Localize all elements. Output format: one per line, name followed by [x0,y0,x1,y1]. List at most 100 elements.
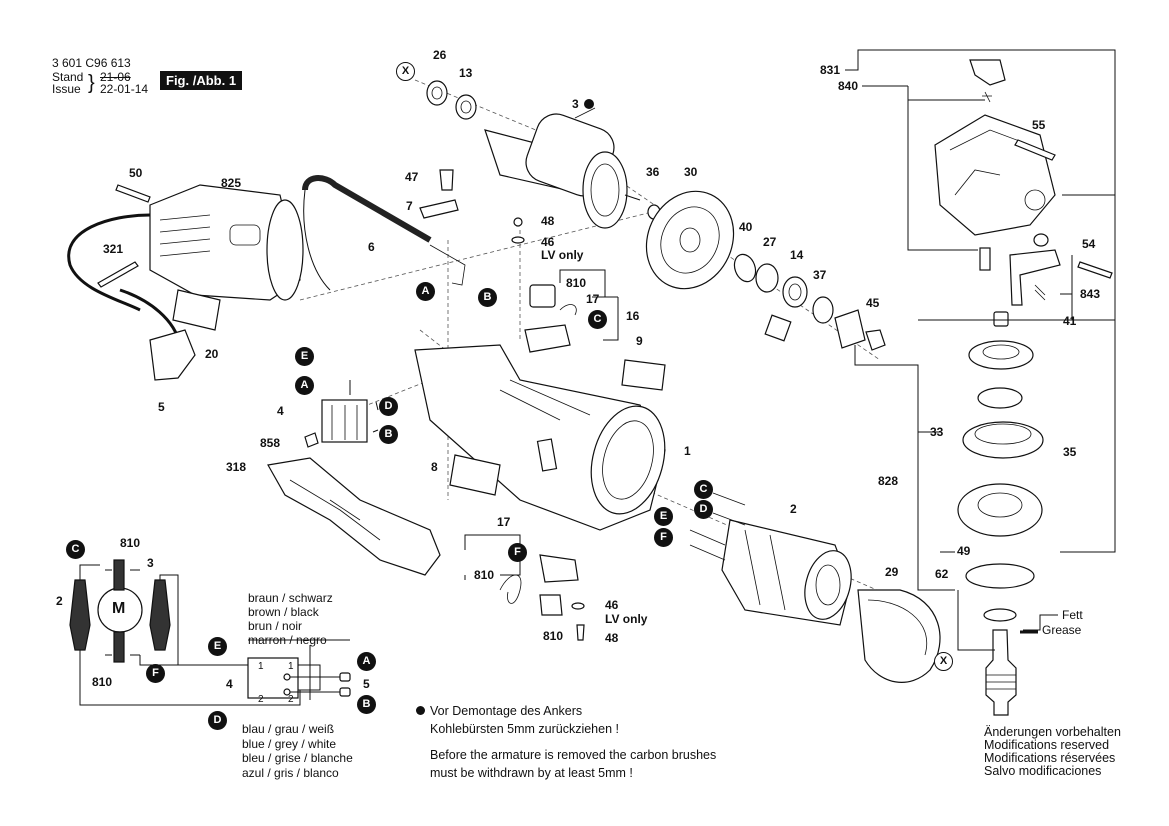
fett-label: Fett [1062,608,1083,622]
callout-a: A [416,282,435,301]
part-number: 828 [878,474,899,488]
part-number: 35 [1063,445,1077,459]
armature-bullet-icon [584,99,594,109]
part-number: 45 [866,296,880,310]
note-en-2: must be withdrawn by at least 5mm ! [430,766,633,780]
wire-color-line: marron / negro [248,633,327,647]
callout-a: A [295,376,314,395]
part-number: 831 [820,63,841,77]
fan-30 [645,190,735,290]
part-number: 6 [368,240,375,254]
part-number-810c: 810 [120,536,141,550]
part-number: 49 [957,544,971,558]
wiring-schematic [69,559,351,706]
wire-color-line: brun / noir [248,619,303,633]
part-number-4b: 4 [226,677,233,691]
wire-color-line: blue / grey / white [242,736,337,751]
callout-b: B [379,425,398,444]
callout-c: C [66,540,85,559]
paddle-switch [267,457,441,576]
brush-holder [529,284,556,308]
disassembly-notes: Vor Demontage des Ankers Kohlebürsten 5m… [416,702,716,782]
callout-d: D [208,711,227,730]
part-number: 62 [935,567,949,581]
bevel-gear [968,340,1034,370]
callout-c: C [694,480,713,499]
callout-f: F [654,528,673,547]
bearing-37 [812,296,834,324]
o-ring-62 [965,563,1035,589]
callout-x-top: X [396,62,415,81]
part-number: 13 [459,66,473,80]
screw-858 [304,432,319,448]
plug [149,329,196,381]
doc-number: 3 601 C96 613 [52,56,131,70]
stand-old-date: 21-06 [100,70,131,84]
part-number: 843 [1080,287,1101,301]
part-number: 26 [433,48,447,62]
bearing-26 [426,80,448,106]
callout-f: F [508,543,527,562]
wire-color-line: blau / grau / weiß [242,722,335,736]
part-number: 810 [566,276,587,290]
label-9 [621,359,666,391]
modification-line: Modifications reserved [984,738,1110,752]
bearing-13 [455,94,477,120]
washer [983,608,1017,622]
part-number: 20 [205,347,219,361]
rear-housing [149,184,304,301]
part-number-3b: 3 [147,556,154,570]
callout-x-bottom: X [934,652,953,671]
wire-color-line: braun / schwarz [248,591,333,605]
issue-date: 22-01-14 [100,82,149,96]
armature [484,113,641,229]
screw-54 [1077,261,1113,279]
lv-only-bottom: LV only [605,612,648,626]
part-number: 8 [431,460,438,474]
flange-35 [962,421,1044,459]
part-number: 46 [541,235,555,249]
terminal-label: 1 [258,661,264,672]
clamp-7 [419,199,459,219]
spring-17 [499,574,522,604]
note-de-2: Kohlebürsten 5mm zurückziehen ! [430,722,619,736]
callout-b: B [357,695,376,714]
part-number: 47 [405,170,419,184]
part-number: 29 [885,565,899,579]
terminal-label: 2 [288,694,294,705]
part-number-810-lower: 810 [543,629,564,643]
motor-housing [414,344,666,531]
grease-label: Grease [1042,623,1082,637]
part-number: 7 [406,199,413,213]
callout-e: E [295,347,314,366]
modifications-notice: Änderungen vorbehalten Modifications res… [984,726,1121,778]
callout-b: B [478,288,497,307]
wire-color-line: bleu / grise / blanche [242,751,353,765]
bearing-14 [782,276,808,308]
part-number-810d: 810 [92,675,113,689]
callout-c: C [588,310,607,329]
callout-e: E [654,507,673,526]
terminal-label: 2 [258,694,264,705]
part-number: 40 [739,220,753,234]
pinion-41 [993,311,1009,327]
part-number-16b: 17 [497,515,511,529]
power-cable [67,213,151,312]
wire-colors-top: braun / schwarz brown / black brun / noi… [248,591,333,647]
wheel-guard [857,589,941,683]
circlip [977,387,1023,409]
part-number: 27 [763,235,777,249]
motor-symbol: M [112,600,126,617]
modification-line: Salvo modificaciones [984,764,1102,778]
note-de-1: Vor Demontage des Ankers [416,702,716,720]
part-number: 318 [226,460,247,474]
wire-colors-bottom: blau / grau / weiß blue / grey / white b… [242,722,353,780]
modification-line: Modifications réservées [984,751,1116,765]
bearing-flange [957,483,1043,537]
part-number: 1 [684,444,691,458]
part-number: 30 [684,165,698,179]
modification-line: Änderungen vorbehalten [984,725,1121,739]
bullet-icon [416,706,425,715]
